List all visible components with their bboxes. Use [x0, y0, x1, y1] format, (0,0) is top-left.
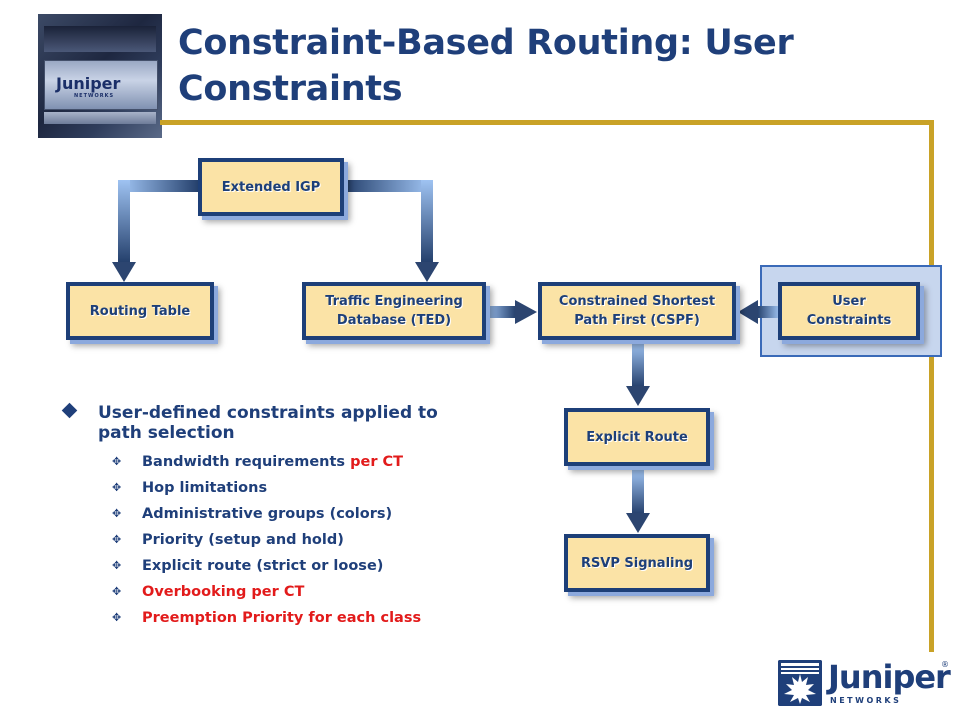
node-label-line1: Constrained Shortest — [558, 294, 716, 309]
node-label-line1: Traffic Engineering — [325, 294, 463, 309]
four-point-star-icon: ✥ — [112, 507, 122, 520]
sub-bullet-text: Explicit route (strict or loose) — [142, 558, 384, 574]
header-photo: Juniper NETWORKS — [38, 14, 162, 138]
sub-bullet-item: ✥ Bandwidth requirements per CT — [62, 449, 482, 475]
photo-panel-bottom — [44, 112, 156, 124]
arrow-user-to-cspf — [738, 300, 780, 324]
sub-bullet-text: Overbooking per CT — [142, 584, 305, 600]
sub-bullet-item: ✥ Explicit route (strict or loose) — [62, 553, 482, 579]
diamond-bullet-icon — [61, 402, 78, 419]
sub-bullet-text: Administrative groups (colors) — [142, 506, 393, 522]
four-point-star-icon: ✥ — [112, 481, 122, 494]
juniper-mark-icon — [778, 660, 822, 706]
sub-bullet-item: ✥ Administrative groups (colors) — [62, 501, 482, 527]
sub-bullet-text: Bandwidth requirements — [142, 454, 351, 470]
photo-logo-sub: NETWORKS — [74, 93, 115, 99]
node-label: User Constraints — [807, 292, 892, 330]
bullet-list: User-defined constraints applied to path… — [61, 402, 482, 631]
node-label: Extended IGP — [221, 179, 321, 195]
sub-bullet-text: Preemption Priority for each class — [142, 610, 422, 626]
sub-bullet-text: Hop limitations — [142, 480, 268, 496]
four-point-star-icon: ✥ — [112, 585, 122, 598]
sub-bullet-text: Priority (setup and hold) — [142, 532, 344, 548]
node-label: Traffic Engineering Database (TED) — [325, 292, 463, 330]
node-cspf: Constrained Shortest Path First (CSPF) — [538, 282, 736, 340]
node-label-line2: Path First (CSPF) — [574, 313, 700, 328]
node-label: Constrained Shortest Path First (CSPF) — [559, 292, 715, 330]
node-routing-table: Routing Table — [66, 282, 214, 340]
node-label-line2: Database (TED) — [336, 313, 452, 328]
arrow-ted-to-cspf — [487, 300, 537, 324]
node-explicit-route: Explicit Route — [564, 408, 710, 466]
node-label: Explicit Route — [586, 429, 688, 445]
node-rsvp-signaling: RSVP Signaling — [564, 534, 710, 592]
sub-bullet-item: ✥ Overbooking per CT — [62, 579, 482, 605]
arrow-igp-to-ted — [340, 180, 439, 282]
logo-word: Juniper — [828, 658, 951, 696]
main-bullet-text: User-defined constraints applied to path… — [98, 403, 438, 443]
node-extended-igp: Extended IGP — [198, 158, 344, 216]
node-label-line1: User — [832, 294, 866, 309]
arrow-cspf-to-explicit-route — [626, 343, 650, 406]
photo-panel-top — [44, 26, 156, 52]
node-label-line2: Constraints — [806, 313, 892, 328]
sub-bullet-item: ✥ Hop limitations — [62, 475, 482, 501]
sub-bullet-suffix: per CT — [350, 454, 404, 470]
logo-sub: NETWORKS — [830, 696, 902, 705]
sub-bullet-item: ✥ Priority (setup and hold) — [62, 527, 482, 553]
four-point-star-icon: ✥ — [112, 611, 122, 624]
node-ted: Traffic Engineering Database (TED) — [302, 282, 486, 340]
four-point-star-icon: ✥ — [112, 559, 122, 572]
photo-logo-word: Juniper — [56, 74, 121, 93]
slide-title: Constraint-Based Routing: User Constrain… — [178, 23, 794, 109]
sub-bullet-item: ✥ Preemption Priority for each class — [62, 605, 482, 631]
sub-bullet-list: ✥ Bandwidth requirements per CT ✥ Hop li… — [62, 449, 482, 631]
four-point-star-icon: ✥ — [112, 455, 122, 468]
juniper-logo: Juniper NETWORKS ® — [778, 658, 951, 710]
logo-registered-mark: ® — [941, 660, 949, 669]
gold-rule-vertical — [929, 120, 934, 652]
main-bullet: User-defined constraints applied to path… — [61, 402, 482, 443]
arrow-explicit-to-rsvp — [626, 470, 650, 533]
arrow-igp-to-routing-table — [112, 180, 202, 282]
four-point-star-icon: ✥ — [112, 533, 122, 546]
gold-rule-horizontal — [160, 120, 934, 125]
photo-panel — [44, 60, 158, 110]
node-label: RSVP Signaling — [580, 555, 694, 571]
node-user-constraints: User Constraints — [778, 282, 920, 340]
node-label: Routing Table — [89, 303, 191, 319]
